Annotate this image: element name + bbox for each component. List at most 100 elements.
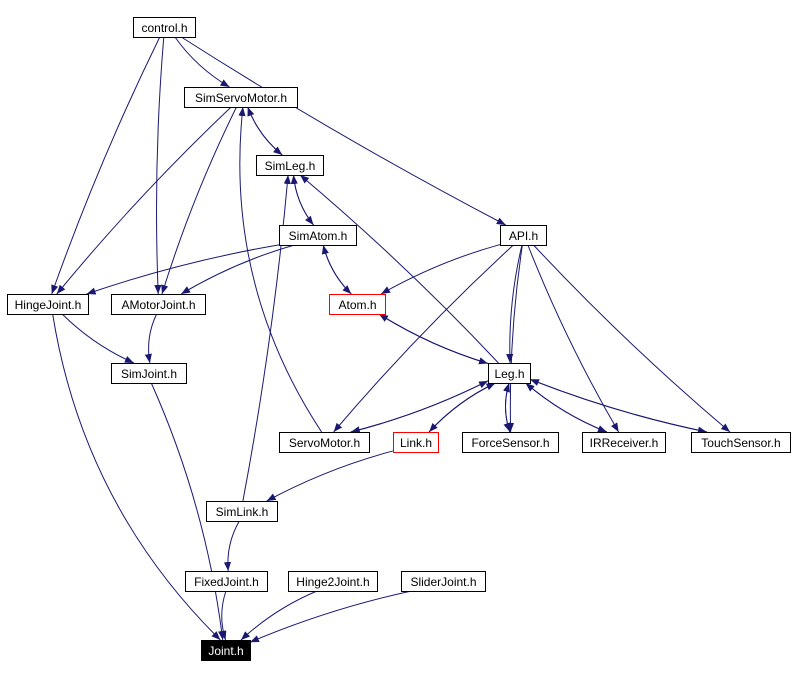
node-simleg[interactable]: SimLeg.h xyxy=(256,155,324,176)
edge-api-to-atom xyxy=(380,244,501,295)
edge-simleg-to-simservomotor xyxy=(247,106,283,156)
node-api[interactable]: API.h xyxy=(500,225,547,246)
node-label: API.h xyxy=(509,229,538,243)
edge-control-to-simservomotor xyxy=(174,36,230,88)
node-irreceiver[interactable]: IRReceiver.h xyxy=(582,432,666,453)
node-fixedjoint[interactable]: FixedJoint.h xyxy=(185,571,268,592)
node-servomotor[interactable]: ServoMotor.h xyxy=(279,432,370,453)
node-label: Joint.h xyxy=(208,644,243,658)
edge-amotorjoint-to-simjoint xyxy=(144,313,158,364)
node-box xyxy=(393,432,439,453)
edge-simjoint-to-joint xyxy=(150,382,226,641)
node-label: ForceSensor.h xyxy=(471,436,549,450)
node-label: Atom.h xyxy=(338,298,376,312)
edge-simatom-to-atom xyxy=(322,244,352,295)
edge-api-to-servomotor xyxy=(333,244,514,433)
node-sliderjoint[interactable]: SliderJoint.h xyxy=(401,571,486,592)
node-label: Link.h xyxy=(400,436,432,450)
node-box xyxy=(184,87,298,108)
node-joint[interactable]: Joint.h xyxy=(201,640,251,661)
node-label: SimLeg.h xyxy=(265,159,316,173)
edge-leg-to-atom xyxy=(378,313,489,364)
node-leg[interactable]: Leg.h xyxy=(488,363,531,384)
edge-simatom-to-simleg xyxy=(290,174,314,226)
node-simlink[interactable]: SimLink.h xyxy=(206,501,278,522)
node-box xyxy=(401,571,486,592)
edges xyxy=(51,36,731,643)
node-simjoint[interactable]: SimJoint.h xyxy=(111,363,187,384)
edge-leg-to-simleg xyxy=(299,174,499,364)
node-hinge2joint[interactable]: Hinge2Joint.h xyxy=(288,571,378,592)
node-simatom[interactable]: SimAtom.h xyxy=(279,225,357,246)
node-label: SliderJoint.h xyxy=(410,575,476,589)
node-box xyxy=(256,155,324,176)
nodes: control.hSimServoMotor.hSimLeg.hSimAtom.… xyxy=(7,17,791,661)
node-box xyxy=(582,432,666,453)
node-label: TouchSensor.h xyxy=(701,436,780,450)
node-box xyxy=(133,17,196,38)
node-control[interactable]: control.h xyxy=(133,17,196,38)
edge-link-to-leg xyxy=(428,382,496,433)
node-label: AMotorJoint.h xyxy=(121,298,195,312)
node-forcesensor[interactable]: ForceSensor.h xyxy=(462,432,559,453)
node-box xyxy=(279,225,357,246)
edge-servomotor-to-simservomotor xyxy=(238,106,322,433)
edge-fixedjoint-to-joint xyxy=(219,590,227,641)
node-box xyxy=(329,294,386,315)
edge-api-to-forcesensor xyxy=(506,244,523,433)
edge-control-to-hingejoint xyxy=(51,36,161,295)
node-label: SimAtom.h xyxy=(289,229,348,243)
edge-simatom-to-amotorjoint xyxy=(180,244,295,295)
edge-hingejoint-to-simjoint xyxy=(61,313,135,364)
edge-simlink-to-fixedjoint xyxy=(223,520,240,572)
edge-hingejoint-to-joint xyxy=(52,313,221,641)
edge-touchsensor-to-leg xyxy=(529,378,708,433)
edge-atom-to-simatom xyxy=(321,244,352,295)
node-label: HingeJoint.h xyxy=(15,298,82,312)
node-label: Leg.h xyxy=(494,367,524,381)
node-box xyxy=(288,571,378,592)
node-box xyxy=(462,432,559,453)
node-link[interactable]: Link.h xyxy=(393,432,439,453)
node-label: SimJoint.h xyxy=(121,367,177,381)
node-box xyxy=(185,571,268,592)
edge-api-to-irreceiver xyxy=(527,244,620,433)
edge-simservomotor-to-hingejoint xyxy=(56,106,232,295)
node-label: SimServoMotor.h xyxy=(195,91,287,105)
node-box xyxy=(111,294,206,315)
node-touchsensor[interactable]: TouchSensor.h xyxy=(691,432,791,453)
edge-hinge2joint-to-joint xyxy=(240,590,318,641)
node-atom[interactable]: Atom.h xyxy=(329,294,386,315)
edge-sliderjoint-to-joint xyxy=(249,590,412,643)
node-label: SimLink.h xyxy=(216,505,269,519)
edge-control-to-amotorjoint xyxy=(154,36,165,295)
node-label: FixedJoint.h xyxy=(194,575,259,589)
node-box xyxy=(201,640,251,661)
node-box xyxy=(488,363,531,384)
edge-simatom-to-hingejoint xyxy=(86,244,280,295)
edge-api-to-touchsensor xyxy=(533,244,731,433)
edge-simservomotor-to-simleg xyxy=(247,106,283,156)
node-box xyxy=(500,225,547,246)
node-amotorjoint[interactable]: AMotorJoint.h xyxy=(111,294,206,315)
edge-leg-to-irreceiver xyxy=(525,382,608,433)
node-box xyxy=(279,432,370,453)
node-label: IRReceiver.h xyxy=(590,436,659,450)
node-simservomotor[interactable]: SimServoMotor.h xyxy=(184,87,298,108)
node-label: ServoMotor.h xyxy=(289,436,360,450)
edge-forcesensor-to-leg xyxy=(503,382,511,433)
node-hingejoint[interactable]: HingeJoint.h xyxy=(7,294,89,315)
node-box xyxy=(206,501,278,522)
edge-leg-to-servomotor xyxy=(350,380,489,434)
edge-control-to-api xyxy=(180,36,506,226)
edge-leg-to-link xyxy=(428,382,496,433)
edge-simleg-to-simatom xyxy=(293,174,314,226)
edge-simlink-to-simleg xyxy=(242,174,291,502)
edge-atom-to-leg xyxy=(378,313,489,365)
edge-api-to-leg xyxy=(506,244,523,364)
node-label: control.h xyxy=(141,21,187,35)
edge-link-to-simlink xyxy=(266,450,394,502)
node-box xyxy=(691,432,791,453)
